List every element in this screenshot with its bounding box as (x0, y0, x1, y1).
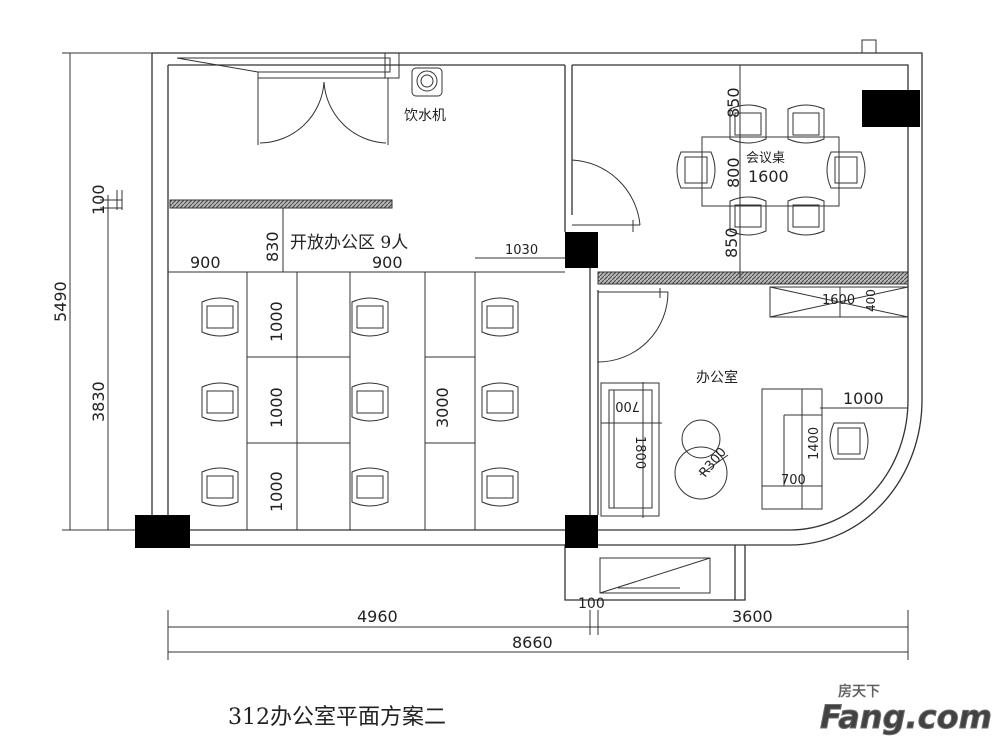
dim-cabinet-1600: 1600 (822, 293, 855, 308)
dim-3830: 3830 (89, 381, 108, 422)
office-desk (761, 388, 908, 510)
cabinet (769, 286, 909, 318)
dim-meeting-850-bottom: 850 (722, 227, 741, 258)
fang-watermark-logo: 房天下 Fang.com (820, 684, 993, 737)
dim-1030: 1030 (505, 243, 538, 258)
coffee-tables (674, 419, 729, 500)
dim-3600: 3600 (732, 607, 773, 626)
dim-900-left: 900 (190, 253, 221, 272)
dim-desk-700: 700 (781, 473, 806, 488)
partitions (169, 65, 909, 515)
dim-3000: 3000 (433, 387, 452, 428)
open-office-label: 开放办公区 9人 (290, 233, 408, 253)
svg-text:Fang.com: Fang.com (820, 698, 992, 736)
sofa (600, 382, 662, 518)
water-dispenser-icon (411, 67, 443, 97)
dim-900-right: 900 (372, 253, 403, 272)
open-office-chairs (201, 297, 519, 507)
dim-meeting-800: 800 (724, 157, 743, 188)
dim-4960: 4960 (357, 607, 398, 626)
structural-columns (135, 90, 920, 548)
dim-desk-1000: 1000 (843, 389, 884, 408)
entrance-double-door (176, 52, 400, 145)
meeting-table (701, 136, 840, 207)
dim-sofa-1800: 1800 (632, 436, 647, 469)
dim-meeting-1600: 1600 (748, 167, 789, 186)
dim-100-gap: 100 (578, 596, 605, 612)
plan-title: 312办公室平面方案二 (228, 705, 446, 730)
meeting-room-door (571, 159, 641, 232)
dim-desk-1400: 1400 (807, 427, 822, 460)
dim-1000-row2: 1000 (267, 387, 286, 428)
meeting-table-label: 会议桌 (746, 151, 785, 166)
dim-meeting-850-top: 850 (724, 87, 743, 118)
dim-5490: 5490 (51, 281, 70, 322)
office-label: 办公室 (696, 369, 738, 386)
office-door (597, 288, 669, 363)
dim-8660: 8660 (512, 633, 553, 652)
exterior-walls (151, 39, 923, 601)
water-dispenser-label: 饮水机 (404, 108, 446, 124)
dim-100-wall: 100 (89, 184, 108, 215)
open-office-desks (168, 271, 565, 530)
dim-cabinet-400: 400 (864, 289, 878, 312)
dim-1000-row3: 1000 (267, 471, 286, 512)
dim-sofa-700: 700 (615, 398, 640, 413)
dim-830: 830 (263, 231, 282, 262)
svg-text:房天下: 房天下 (838, 684, 880, 700)
dim-1000-row1: 1000 (267, 301, 286, 342)
